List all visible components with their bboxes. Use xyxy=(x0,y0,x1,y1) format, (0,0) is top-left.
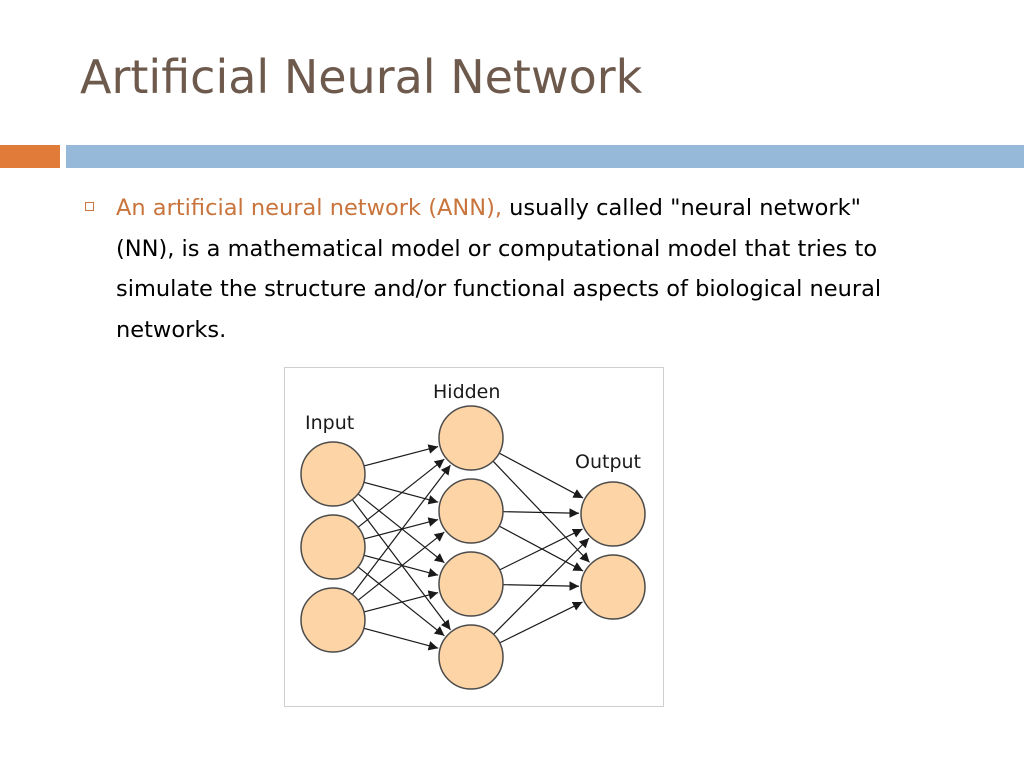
output-node-1 xyxy=(580,481,646,547)
square-bullet-icon xyxy=(85,202,94,211)
network-graph: Input Hidden Output xyxy=(300,381,646,690)
slide-title: Artificial Neural Network xyxy=(80,50,643,104)
edge-input-3-to-hidden-1 xyxy=(351,464,451,595)
edge-input-2-to-hidden-3 xyxy=(363,554,439,578)
edge-input-2-to-hidden-1 xyxy=(357,458,445,528)
input-node-3 xyxy=(300,587,366,653)
edge-input-1-to-hidden-3 xyxy=(357,493,445,564)
edge-hidden-4-to-output-2 xyxy=(499,601,583,644)
edge-hidden-1-to-output-1 xyxy=(498,452,584,499)
edge-input-1-to-hidden-4 xyxy=(351,499,452,631)
output-layer-label: Output xyxy=(575,451,641,473)
hidden-node-1 xyxy=(438,405,504,471)
edge-hidden-1-to-output-2 xyxy=(492,460,590,563)
edge-input-1-to-hidden-1 xyxy=(363,444,439,467)
edge-input-3-to-hidden-2 xyxy=(357,531,445,601)
connection-edges xyxy=(351,444,590,651)
input-node-1 xyxy=(300,441,366,507)
bullet-body-text: usually called "neural network" (NN), is… xyxy=(116,195,882,343)
bullet-text: An artificial neural network (ANN), usua… xyxy=(116,188,916,350)
edge-hidden-3-to-output-2 xyxy=(502,581,580,591)
edge-input-3-to-hidden-3 xyxy=(363,590,439,613)
network-nodes xyxy=(300,405,646,690)
edge-input-2-to-hidden-2 xyxy=(363,517,439,540)
hidden-layer-label: Hidden xyxy=(433,381,500,403)
edge-input-1-to-hidden-2 xyxy=(363,481,439,505)
input-node-2 xyxy=(300,514,366,580)
output-node-2 xyxy=(580,554,646,620)
edge-input-3-to-hidden-4 xyxy=(363,627,439,651)
edge-hidden-2-to-output-2 xyxy=(498,525,584,572)
edge-input-2-to-hidden-4 xyxy=(357,566,445,637)
hidden-node-4 xyxy=(438,624,504,690)
hidden-node-3 xyxy=(438,551,504,617)
input-layer-label: Input xyxy=(305,412,354,434)
hidden-node-2 xyxy=(438,478,504,544)
title-divider-bar xyxy=(66,145,1024,168)
edge-hidden-2-to-output-1 xyxy=(502,508,580,518)
edge-hidden-4-to-output-1 xyxy=(493,537,590,635)
neural-network-diagram: Input Hidden Output xyxy=(284,367,664,707)
edge-hidden-3-to-output-1 xyxy=(499,528,583,571)
bullet-highlight-text: An artificial neural network (ANN), xyxy=(116,195,502,221)
title-accent-bar xyxy=(0,145,60,168)
